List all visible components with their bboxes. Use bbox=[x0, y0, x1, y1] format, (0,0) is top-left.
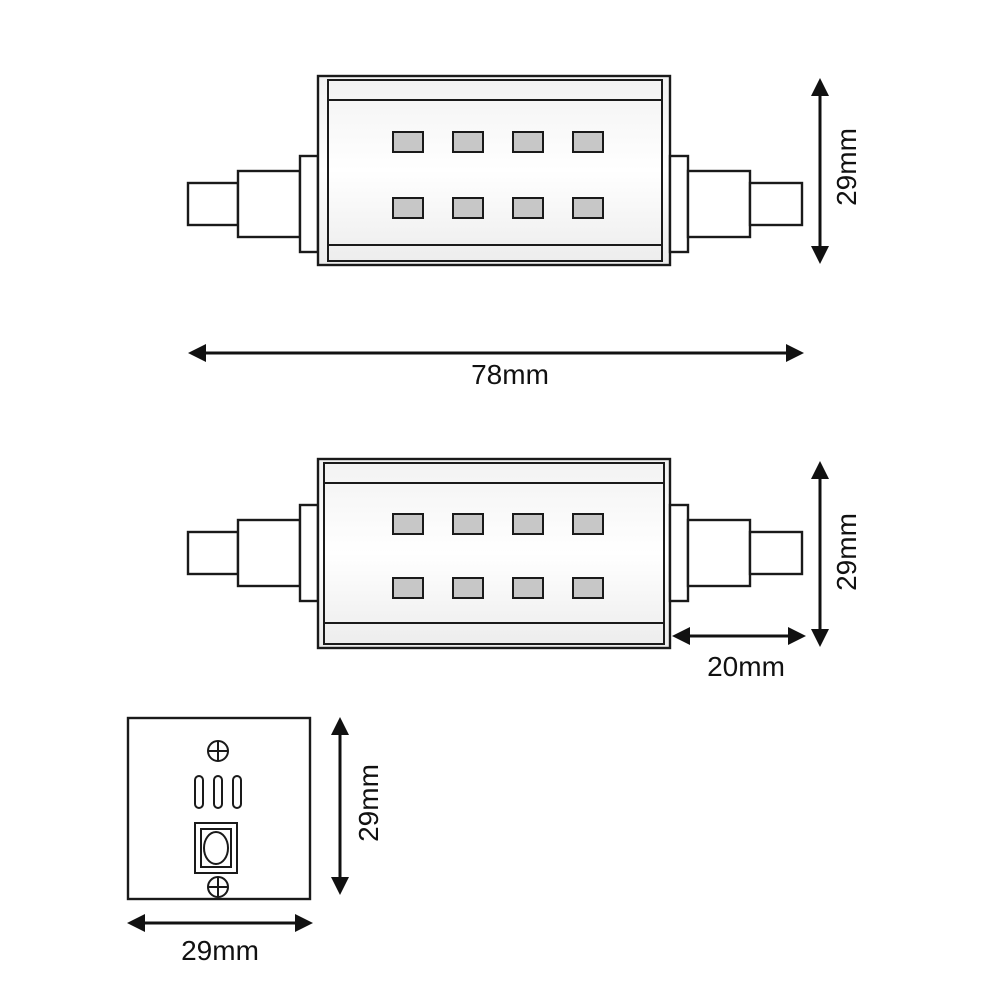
top-led-grid bbox=[392, 131, 604, 219]
middle-led bbox=[392, 513, 424, 535]
end-height-label: 29mm bbox=[353, 764, 384, 842]
top-left-cap bbox=[298, 154, 320, 254]
end-width-dimension: 29mm bbox=[127, 914, 313, 966]
top-led bbox=[512, 197, 544, 219]
total-length-label: 78mm bbox=[471, 359, 549, 390]
top-led bbox=[452, 131, 484, 153]
top-led bbox=[512, 131, 544, 153]
cap-length-label: 20mm bbox=[707, 651, 785, 682]
end-height-dimension: 29mm bbox=[331, 717, 384, 895]
top-body-inner bbox=[327, 79, 663, 262]
top-right-collar bbox=[686, 169, 752, 239]
total-length-dimension: 78mm bbox=[188, 344, 804, 390]
bottom-screw-icon bbox=[207, 876, 229, 898]
top-height-dimension: 29mm bbox=[811, 78, 862, 264]
top-body bbox=[316, 74, 672, 267]
cap-length-dimension: 20mm bbox=[672, 627, 806, 682]
top-led bbox=[452, 197, 484, 219]
middle-left-collar bbox=[236, 518, 302, 588]
top-right-pin bbox=[748, 181, 804, 227]
end-view bbox=[126, 716, 312, 901]
top-height-label: 29mm bbox=[831, 128, 862, 206]
top-right-cap bbox=[668, 154, 690, 254]
middle-led bbox=[512, 577, 544, 599]
top-led bbox=[572, 131, 604, 153]
middle-right-cap bbox=[668, 503, 690, 603]
middle-right-collar bbox=[686, 518, 752, 588]
top-left-collar bbox=[236, 169, 302, 239]
middle-left-cap bbox=[298, 503, 320, 603]
middle-view-lamp bbox=[186, 457, 804, 650]
connector-icon bbox=[194, 822, 238, 874]
middle-led bbox=[572, 513, 604, 535]
top-view-lamp bbox=[186, 74, 804, 267]
middle-height-label: 29mm bbox=[831, 513, 862, 591]
middle-left-pin bbox=[186, 530, 240, 576]
end-width-label: 29mm bbox=[181, 935, 259, 966]
middle-led bbox=[572, 577, 604, 599]
top-led bbox=[392, 131, 424, 153]
middle-led bbox=[452, 513, 484, 535]
vent-slots bbox=[194, 775, 242, 809]
end-view-outline bbox=[126, 716, 312, 901]
middle-body-inner bbox=[323, 462, 665, 645]
top-led bbox=[392, 197, 424, 219]
top-left-pin bbox=[186, 181, 240, 227]
middle-led bbox=[452, 577, 484, 599]
middle-right-pin bbox=[748, 530, 804, 576]
middle-body bbox=[316, 457, 672, 650]
middle-height-dimension: 29mm bbox=[811, 461, 862, 647]
middle-led-grid bbox=[392, 513, 604, 599]
top-led bbox=[572, 197, 604, 219]
middle-led bbox=[392, 577, 424, 599]
top-screw-icon bbox=[207, 740, 229, 762]
middle-led bbox=[512, 513, 544, 535]
